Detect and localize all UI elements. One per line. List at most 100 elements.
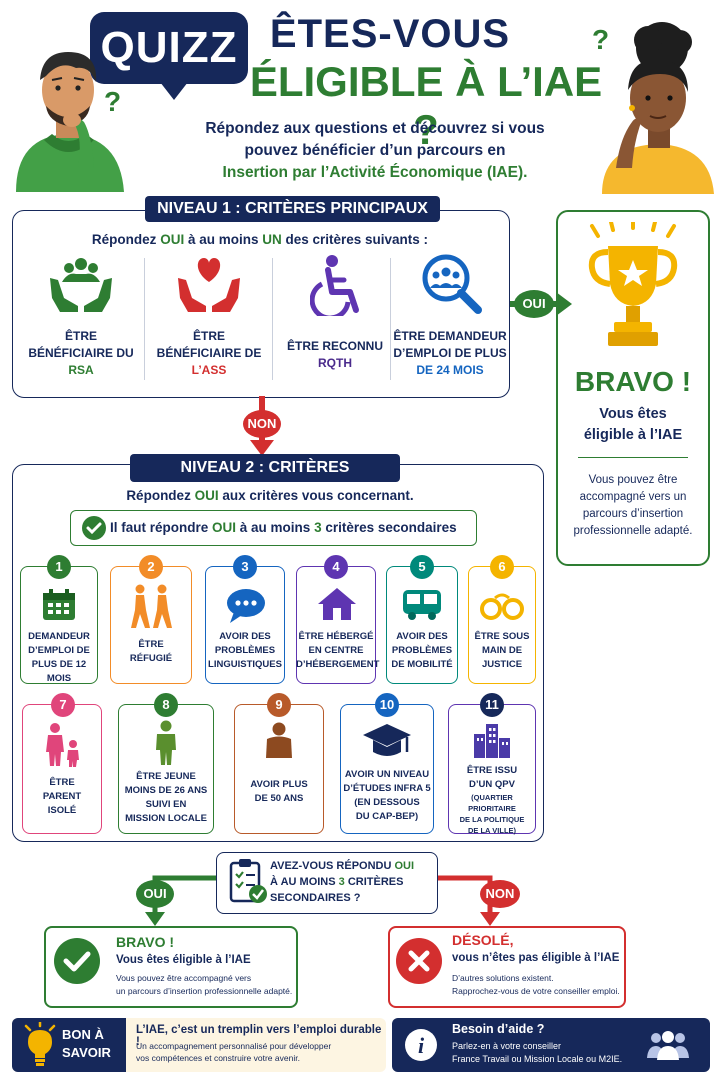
- besoin-aide-title: Besoin d’aide ?: [452, 1022, 545, 1036]
- result-eligible-box: [44, 926, 298, 1008]
- speech-bubble-icon: [227, 589, 265, 623]
- criterion-card-4: [296, 566, 376, 684]
- checklist-icon: [229, 859, 267, 903]
- result-not-eligible-box: [388, 926, 626, 1008]
- divider: [390, 258, 391, 380]
- oui-badge: OUI: [514, 290, 554, 318]
- magnifier-people-icon: [422, 254, 482, 314]
- criterion-number: 1: [47, 555, 71, 579]
- result-not-eligible-title: DÉSOLÉ,: [452, 932, 514, 948]
- criterion-rsa: ÊTRE BÉNÉFICIAIRE DU RSA: [28, 329, 134, 377]
- criterion-card-9: [234, 704, 324, 834]
- check-circle-icon: [54, 938, 100, 984]
- question-text: AVEZ-VOUS RÉPONDU OUI À AU MOINS 3 CRITÈ…: [270, 860, 415, 904]
- cross-circle-icon: [396, 938, 442, 984]
- quizz-badge-tail: [160, 82, 188, 100]
- info-icon: i: [405, 1029, 437, 1061]
- result-eligible-description: Vous pouvez être accompagné vers un parc…: [116, 973, 293, 996]
- level2-intro: Répondez OUI aux critères vous concernan…: [126, 488, 414, 503]
- bon-a-savoir-description: Un accompagnement personnalisé pour déve…: [136, 1041, 332, 1063]
- young-person-icon: [156, 720, 176, 765]
- oui-badge: OUI: [136, 880, 174, 908]
- criterion-card-5: [386, 566, 458, 684]
- rule-text: Il faut répondre OUI à au moins 3 critèr…: [110, 520, 457, 535]
- bravo-title: BRAVO !: [574, 366, 692, 397]
- besoin-aide-description: Parlez-en à votre conseiller France Trav…: [452, 1041, 623, 1064]
- subtitle-line-1: Répondez aux questions et découvrez si v…: [205, 120, 545, 137]
- wheelchair-icon: [310, 255, 359, 316]
- criterion-card-7: [22, 704, 102, 834]
- calendar-icon: [43, 589, 75, 620]
- level1-intro: Répondez OUI à au moins UN des critères …: [91, 232, 429, 247]
- criterion-number: 11: [480, 693, 504, 717]
- bravo-side-box: [556, 210, 710, 566]
- level1-tag: NIVEAU 1 : CRITÈRES PRINCIPAUX: [145, 196, 440, 222]
- result-eligible-title: BRAVO !: [116, 934, 175, 950]
- criterion-number: 10: [375, 693, 399, 717]
- rule-box: [70, 510, 477, 546]
- criterion-number: 9: [267, 693, 291, 717]
- criterion-number: 2: [139, 555, 163, 579]
- bravo-subtitle: Vous êtes éligible à l’IAE: [583, 406, 683, 443]
- criterion-ass: ÊTRE BÉNÉFICIAIRE DE L’ASS: [156, 329, 262, 377]
- lightbulb-icon: [24, 1022, 56, 1066]
- trophy-icon: [588, 222, 678, 346]
- city-buildings-icon: [474, 724, 510, 758]
- house-icon: [318, 588, 356, 620]
- besoin-aide-box: [392, 1018, 710, 1072]
- criterion-number: 3: [233, 555, 257, 579]
- subtitle: Répondez aux questions et découvrez si v…: [180, 118, 570, 184]
- criterion-number: 5: [410, 555, 434, 579]
- older-person-icon: [266, 722, 292, 758]
- check-circle-icon: [82, 516, 106, 540]
- divider: [272, 258, 273, 380]
- title-line-2: ÉLIGIBLE À L’IAE ?: [249, 58, 603, 153]
- hands-group-icon: [50, 258, 112, 312]
- graduation-cap-icon: [363, 724, 411, 756]
- handcuffs-icon: [480, 593, 524, 620]
- hands-heart-icon: [178, 258, 240, 312]
- parent-child-icon: [46, 723, 79, 767]
- result-not-eligible-subtitle: vous n’êtes pas éligible à l’IAE: [452, 952, 620, 964]
- divider: [144, 258, 145, 380]
- thinking-man-icon: [16, 52, 124, 192]
- non-badge: NON: [243, 410, 281, 438]
- result-eligible-subtitle: Vous êtes éligible à l’IAE: [116, 954, 251, 966]
- criterion-number: 8: [154, 693, 178, 717]
- subtitle-line-2: pouvez bénéficier d’un parcours en: [244, 142, 506, 159]
- bravo-description: Vous pouvez être accompagné vers un parc…: [573, 474, 693, 537]
- level2-tag: NIVEAU 2 : CRITÈRES SECONDAIRES: [130, 454, 400, 504]
- quizz-badge: QUIZZ: [90, 12, 248, 84]
- criterion-rqth: ÊTRE RECONNU RQTH: [286, 339, 383, 370]
- refugees-walking-icon: [131, 584, 172, 628]
- criterion-demandeur-24-mois: ÊTRE DEMANDEUR D’EMPLOI DE PLUS DE 24 MO…: [393, 329, 507, 377]
- non-badge: NON: [480, 880, 520, 908]
- subtitle-line-3: Insertion par l’Activité Économique (IAE…: [222, 164, 528, 181]
- result-not-eligible-description: D’autres solutions existent. Rapprochez-…: [452, 973, 620, 996]
- bon-a-savoir-title: L’IAE, c’est un tremplin vers l’emploi d…: [136, 1024, 382, 1048]
- criterion-number: 6: [490, 555, 514, 579]
- question-mark-icon: ?: [104, 86, 122, 117]
- divider: [578, 457, 688, 458]
- criterion-number: 4: [324, 555, 348, 579]
- thinking-woman-icon: [602, 22, 714, 194]
- criterion-card-6: [468, 566, 536, 684]
- bon-a-savoir-label: BON À SAVOIR: [62, 1027, 111, 1060]
- bus-icon: [403, 590, 441, 620]
- svg-text:i: i: [418, 1033, 425, 1058]
- criterion-number: 7: [51, 693, 75, 717]
- question-mark-icon: ?: [592, 24, 610, 55]
- group-people-icon: [647, 1031, 689, 1060]
- title-line-1: ÊTES-VOUS: [269, 12, 511, 56]
